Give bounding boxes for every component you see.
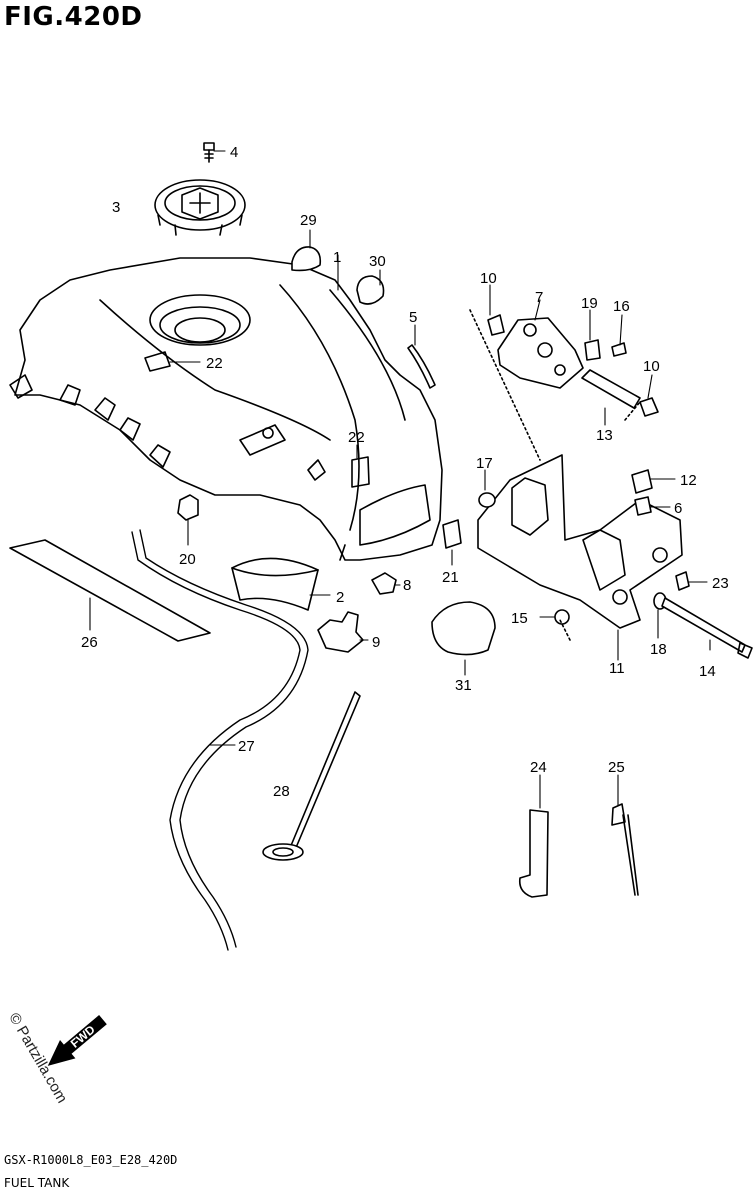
callout-3: 3	[112, 199, 120, 216]
callout-25: 25	[608, 759, 625, 776]
part-cushion-29[interactable]	[291, 246, 322, 272]
callout-18: 18	[650, 641, 667, 658]
callout-29: 29	[300, 212, 317, 229]
callout-6: 6	[674, 500, 682, 517]
part-bracket-9[interactable]	[317, 611, 364, 653]
part-nut-6[interactable]	[634, 496, 652, 516]
part-cushion-8[interactable]	[371, 572, 397, 595]
callout-17: 17	[476, 455, 493, 472]
callout-23: 23	[712, 575, 729, 592]
part-fuel-tank[interactable]	[9, 257, 443, 561]
part-seal-strip[interactable]	[407, 344, 436, 389]
part-rubber-20[interactable]	[177, 494, 199, 521]
callout-31: 31	[455, 677, 472, 694]
part-grommet-10a[interactable]	[487, 314, 505, 336]
part-cap-bolt[interactable]	[203, 142, 215, 163]
callout-14: 14	[699, 663, 716, 680]
callout-7: 7	[535, 289, 543, 306]
part-pad-21[interactable]	[442, 519, 462, 549]
part-fuel-cap[interactable]	[154, 179, 246, 236]
callout-15: 15	[511, 610, 528, 627]
callout-10b: 10	[643, 358, 660, 375]
callout-20: 20	[179, 551, 196, 568]
part-drain-hose[interactable]	[131, 529, 309, 951]
part-grommet-10b[interactable]	[639, 397, 659, 417]
part-clip-12[interactable]	[631, 469, 653, 494]
callout-24: 24	[530, 759, 547, 776]
part-sheet-26[interactable]	[9, 539, 211, 642]
part-cushion-30[interactable]	[356, 275, 385, 305]
part-gauge-28[interactable]	[262, 691, 361, 861]
part-clip-23[interactable]	[675, 571, 690, 591]
callout-9: 9	[372, 634, 380, 651]
part-pad-31[interactable]	[431, 601, 496, 656]
footer-code: GSX-R1000L8_E03_E28_420D	[4, 1153, 178, 1167]
callout-1: 1	[333, 249, 341, 266]
callout-8: 8	[403, 577, 411, 594]
callout-4: 4	[230, 144, 238, 161]
callout-28: 28	[273, 783, 290, 800]
callout-21: 21	[442, 569, 459, 586]
part-collar-13[interactable]	[581, 369, 641, 409]
callout-11: 11	[609, 660, 625, 677]
part-tie-25[interactable]	[611, 803, 639, 896]
callout-30: 30	[369, 253, 386, 270]
callout-2: 2	[336, 589, 344, 606]
footer-name: FUEL TANK	[4, 1176, 70, 1190]
callout-22b: 22	[348, 429, 365, 446]
part-rubber-ring[interactable]	[231, 557, 319, 611]
callout-26: 26	[81, 634, 98, 651]
part-bracket-11[interactable]	[477, 454, 683, 629]
part-grommet-17[interactable]	[478, 492, 496, 508]
part-band-24[interactable]	[518, 809, 549, 898]
part-19[interactable]	[584, 339, 601, 361]
callout-12: 12	[680, 472, 697, 489]
callout-19: 19	[581, 295, 598, 312]
callout-10a: 10	[480, 270, 497, 287]
figure-title: FIG.420D	[4, 2, 143, 32]
callout-27: 27	[238, 738, 255, 755]
callout-5: 5	[409, 309, 417, 326]
part-bolt-14[interactable]	[661, 597, 753, 659]
callout-13: 13	[596, 427, 613, 444]
part-bracket-7[interactable]	[497, 317, 584, 389]
callout-22a: 22	[206, 355, 223, 372]
callout-16: 16	[613, 298, 630, 315]
